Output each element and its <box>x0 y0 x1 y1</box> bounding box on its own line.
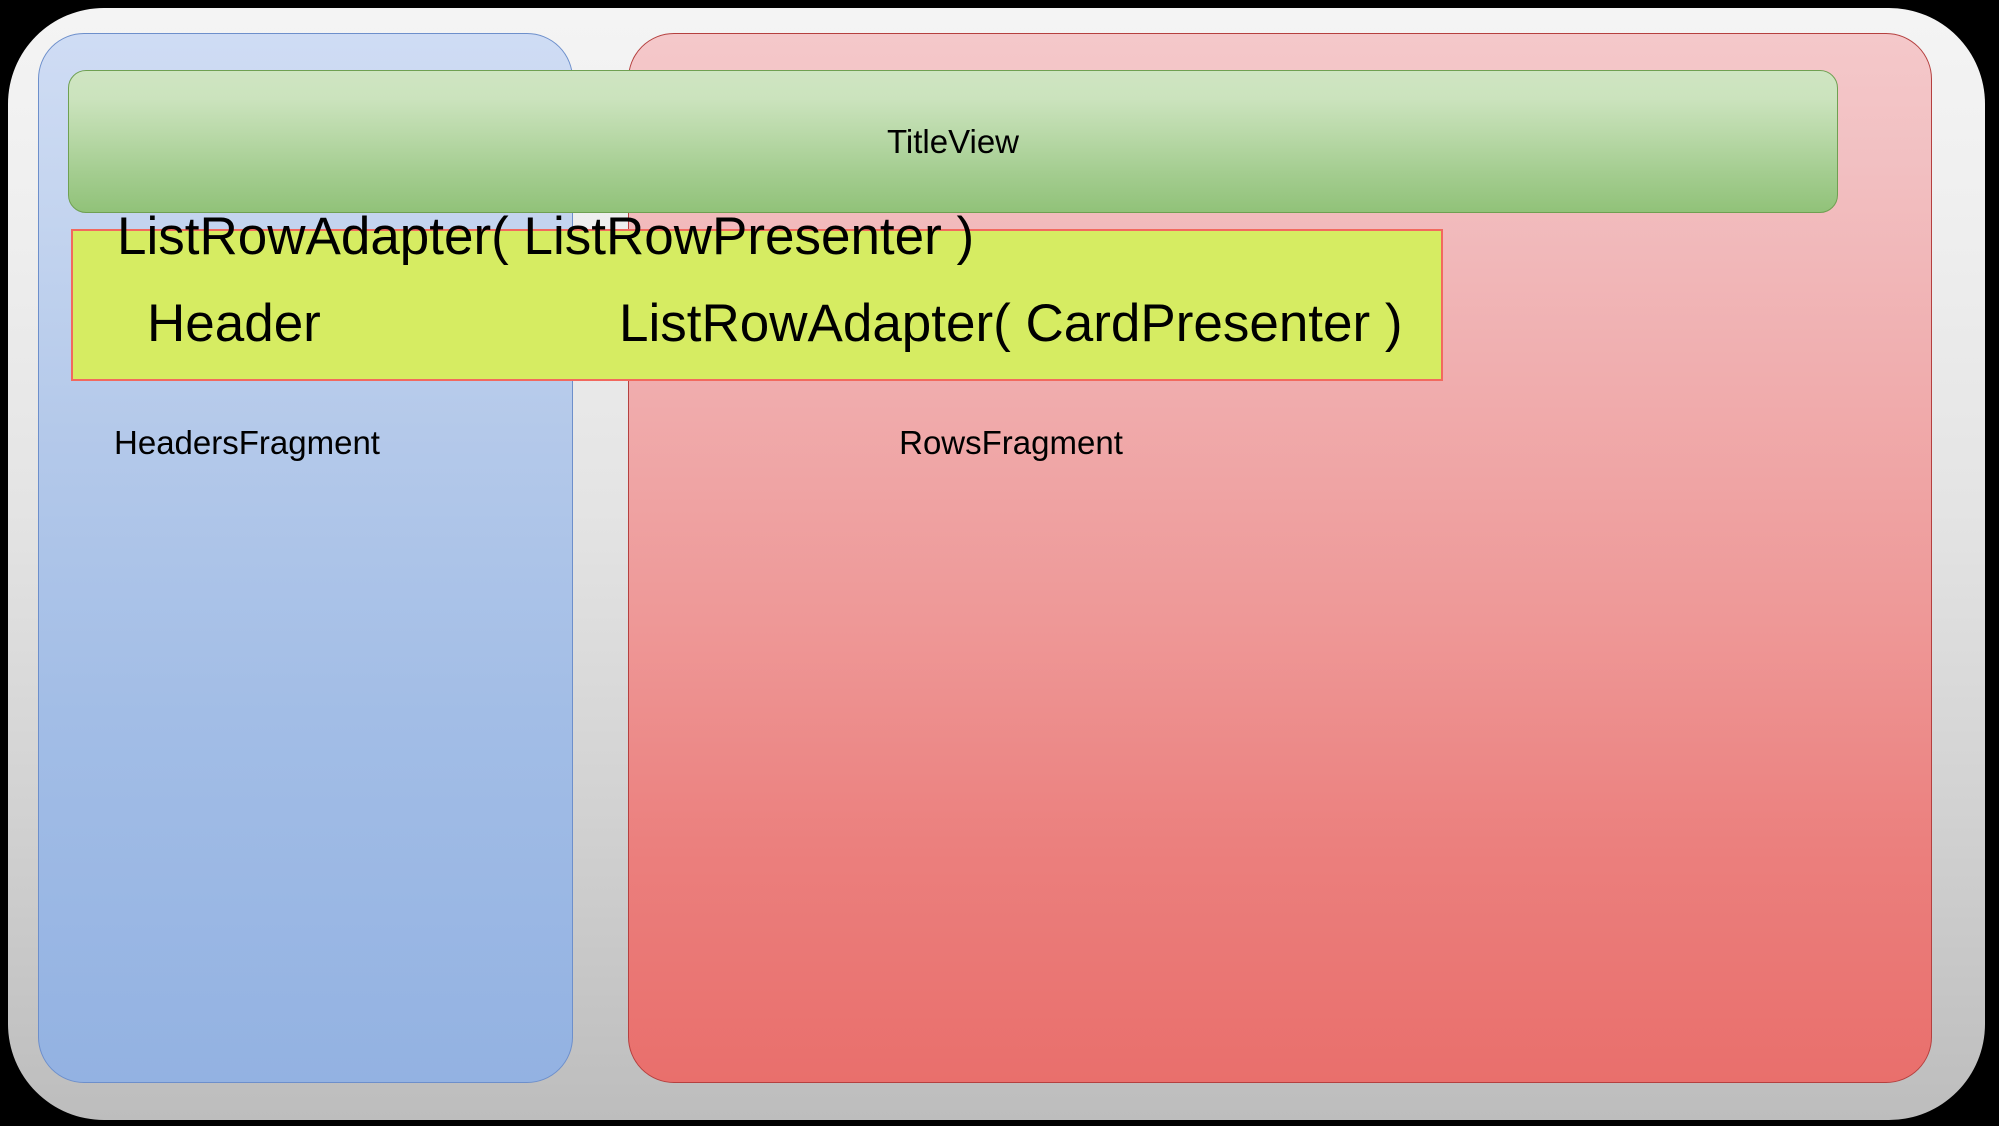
list-row-box-inner: Header ListRowAdapter( CardPresenter ) <box>73 231 1441 379</box>
rows-fragment-label: RowsFragment <box>899 424 1123 461</box>
row-header-label: Header <box>147 294 321 353</box>
list-row-box[interactable]: Header ListRowAdapter( CardPresenter ) <box>71 229 1443 381</box>
listrow-presenter-caption: ListRowAdapter( ListRowPresenter ) <box>117 207 975 266</box>
title-view-bar[interactable]: TitleView <box>68 70 1838 213</box>
title-view-label: TitleView <box>886 122 1020 160</box>
card-presenter-caption: ListRowAdapter( CardPresenter ) <box>619 294 1403 353</box>
headers-fragment-label: HeadersFragment <box>114 424 380 461</box>
